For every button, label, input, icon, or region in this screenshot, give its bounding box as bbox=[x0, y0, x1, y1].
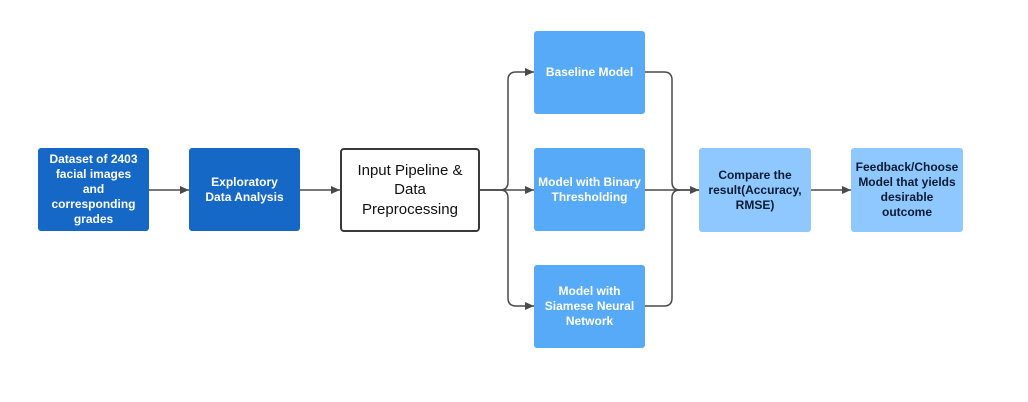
node-compare-results: Compare the result(Accuracy, RMSE) bbox=[699, 148, 811, 232]
node-siamese-model: Model with Siamese Neural Network bbox=[534, 265, 645, 348]
node-feedback-choose-model: Feedback/Choose Model that yields desira… bbox=[851, 148, 963, 232]
arrow-pipeline-to-baseline bbox=[480, 68, 534, 191]
node-baseline-model-label: Baseline Model bbox=[545, 65, 634, 79]
arrow-siamese-to-compare bbox=[645, 189, 681, 307]
arrow-baseline-to-compare bbox=[645, 71, 699, 194]
node-baseline-model: Baseline Model bbox=[534, 31, 645, 114]
node-binary-thresholding-model: Model with Binary Thresholding bbox=[534, 148, 645, 231]
node-siamese-model-label: Model with Siamese Neural Network bbox=[544, 284, 635, 328]
node-input-pipeline-label: Input Pipeline & Data Preprocessing bbox=[357, 161, 463, 218]
arrow-pipeline-to-siamese bbox=[480, 189, 534, 310]
node-binary-thresholding-model-label: Model with Binary Thresholding bbox=[538, 174, 641, 204]
node-dataset: Dataset of 2403 facial images and corres… bbox=[38, 148, 149, 231]
node-input-pipeline: Input Pipeline & Data Preprocessing bbox=[340, 148, 480, 232]
node-compare-results-label: Compare the result(Accuracy, RMSE) bbox=[708, 167, 802, 212]
node-exploratory-data-analysis-label: Exploratory Data Analysis bbox=[205, 174, 284, 204]
node-dataset-label: Dataset of 2403 facial images and corres… bbox=[49, 152, 138, 226]
node-feedback-choose-model-label: Feedback/Choose Model that yields desira… bbox=[855, 160, 959, 219]
node-exploratory-data-analysis: Exploratory Data Analysis bbox=[189, 148, 300, 231]
